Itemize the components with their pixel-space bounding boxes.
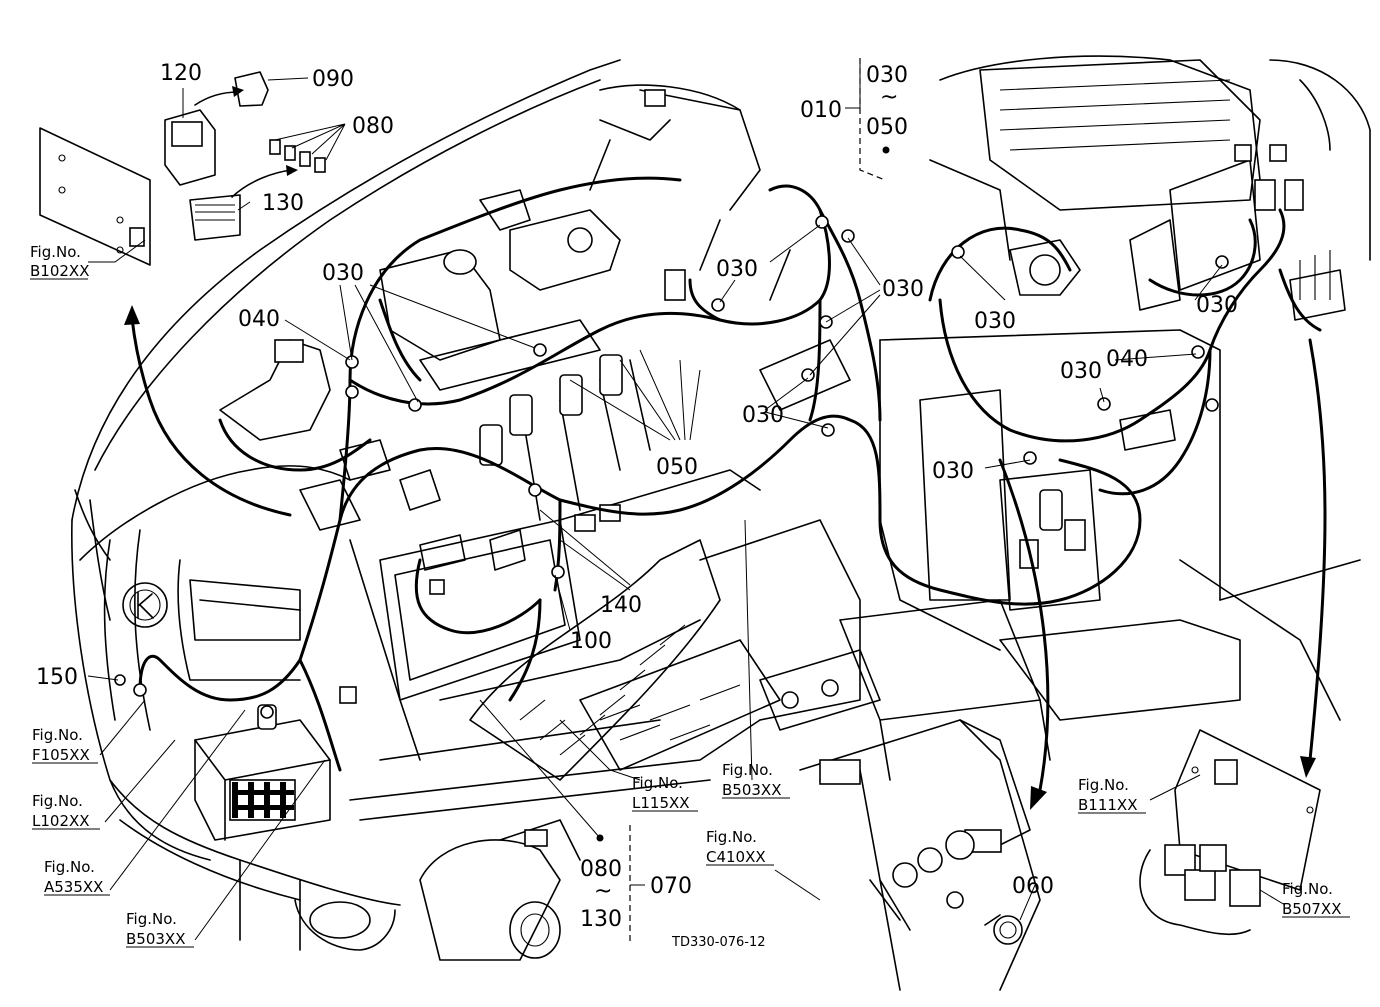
label-030-range-top: 030 xyxy=(866,63,908,88)
svg-text:Fig.No.: Fig.No. xyxy=(632,774,683,792)
svg-text:Fig.No.: Fig.No. xyxy=(1078,776,1129,794)
fig-ref-l102xx: Fig.No. L102XX xyxy=(32,792,100,830)
label-010: 010 xyxy=(800,98,842,123)
part-labels: 120 090 080 130 010 030 ~ 050 030 040 03… xyxy=(36,61,1238,932)
fig-ref-l115xx: Fig.No. L115XX xyxy=(632,774,698,812)
svg-text:Fig.No.: Fig.No. xyxy=(722,761,773,779)
harness-clamps xyxy=(114,215,1229,697)
label-040-left: 040 xyxy=(238,307,280,332)
label-100: 100 xyxy=(570,629,612,654)
label-060: 060 xyxy=(1012,874,1054,899)
svg-text:F105XX: F105XX xyxy=(32,746,90,764)
engine-block xyxy=(349,469,761,761)
svg-text:B102XX: B102XX xyxy=(30,262,89,280)
fender-bracket xyxy=(799,719,1041,991)
brand-emblem xyxy=(122,582,168,628)
label-range-tilde-top: ~ xyxy=(880,85,898,110)
svg-text:Fig.No.: Fig.No. xyxy=(44,858,95,876)
label-140: 140 xyxy=(600,593,642,618)
label-040-right: 040 xyxy=(1106,347,1148,372)
svg-text:L115XX: L115XX xyxy=(632,794,690,812)
svg-text:Fig.No.: Fig.No. xyxy=(32,726,83,744)
fig-ref-b507xx: Fig.No. B507XX xyxy=(1282,880,1350,918)
fig-ref-b102xx: Fig.No. B102XX xyxy=(30,243,89,280)
fig-ref-b503xx-center: Fig.No. B503XX xyxy=(722,761,790,799)
svg-text:A535XX: A535XX xyxy=(44,878,103,896)
label-030-f: 030 xyxy=(1060,359,1102,384)
svg-text:B507XX: B507XX xyxy=(1282,900,1341,918)
svg-text:Fig.No.: Fig.No. xyxy=(30,243,81,261)
label-120: 120 xyxy=(160,61,202,86)
reference-arrows xyxy=(124,86,1327,810)
fig-ref-c410xx: Fig.No. C410XX xyxy=(706,828,774,866)
label-030-a: 030 xyxy=(322,261,364,286)
dot-marker-top xyxy=(882,146,890,154)
svg-text:C410XX: C410XX xyxy=(706,848,766,866)
fuse-box-inset xyxy=(39,71,326,266)
label-050-range-top: 050 xyxy=(866,115,908,140)
bolt-060 xyxy=(984,914,1023,945)
engine-components xyxy=(219,84,851,704)
dot-marker-bottom xyxy=(596,834,604,842)
label-030-g: 030 xyxy=(742,403,784,428)
hood-outline xyxy=(71,59,621,861)
label-range-tilde-bottom: ~ xyxy=(594,879,612,904)
label-030-b: 030 xyxy=(716,257,758,282)
fig-ref-b111xx: Fig.No. B111XX xyxy=(1078,776,1146,814)
label-080-bottom: 080 xyxy=(580,857,622,882)
label-030-e: 030 xyxy=(1196,293,1238,318)
label-050-mid: 050 xyxy=(656,455,698,480)
exhaust-pipe xyxy=(469,539,781,781)
fig-ref-f105xx: Fig.No. F105XX xyxy=(32,726,98,764)
fig-ref-a535xx: Fig.No. A535XX xyxy=(44,858,110,896)
svg-text:Fig.No.: Fig.No. xyxy=(126,910,177,928)
svg-text:B503XX: B503XX xyxy=(722,781,781,799)
figure-references: Fig.No. B102XX Fig.No. F105XX Fig.No. L1… xyxy=(30,243,1350,948)
label-070: 070 xyxy=(650,874,692,899)
svg-text:B111XX: B111XX xyxy=(1078,796,1137,814)
label-090: 090 xyxy=(312,67,354,92)
svg-text:Fig.No.: Fig.No. xyxy=(1282,880,1333,898)
svg-text:L102XX: L102XX xyxy=(32,812,90,830)
label-030-h: 030 xyxy=(932,459,974,484)
svg-text:B503XX: B503XX xyxy=(126,930,185,948)
drawing-code: TD330-076-12 xyxy=(671,935,766,950)
battery xyxy=(194,704,331,841)
starter-motor xyxy=(419,819,581,961)
label-150: 150 xyxy=(36,665,78,690)
svg-text:Fig.No.: Fig.No. xyxy=(32,792,83,810)
label-030-d: 030 xyxy=(974,309,1016,334)
label-130-bottom: 130 xyxy=(580,907,622,932)
step-panel xyxy=(699,519,1051,781)
fig-ref-b503xx-left: Fig.No. B503XX xyxy=(126,910,194,948)
front-frame xyxy=(109,719,761,951)
svg-text:Fig.No.: Fig.No. xyxy=(706,828,757,846)
relay-inset xyxy=(1139,729,1321,936)
label-080-top: 080 xyxy=(352,114,394,139)
rear-frame xyxy=(879,329,1361,721)
right-components xyxy=(999,144,1346,611)
dash-console xyxy=(929,55,1371,311)
label-130-top: 130 xyxy=(262,191,304,216)
label-030-c: 030 xyxy=(882,277,924,302)
leader-lines xyxy=(87,58,1286,945)
